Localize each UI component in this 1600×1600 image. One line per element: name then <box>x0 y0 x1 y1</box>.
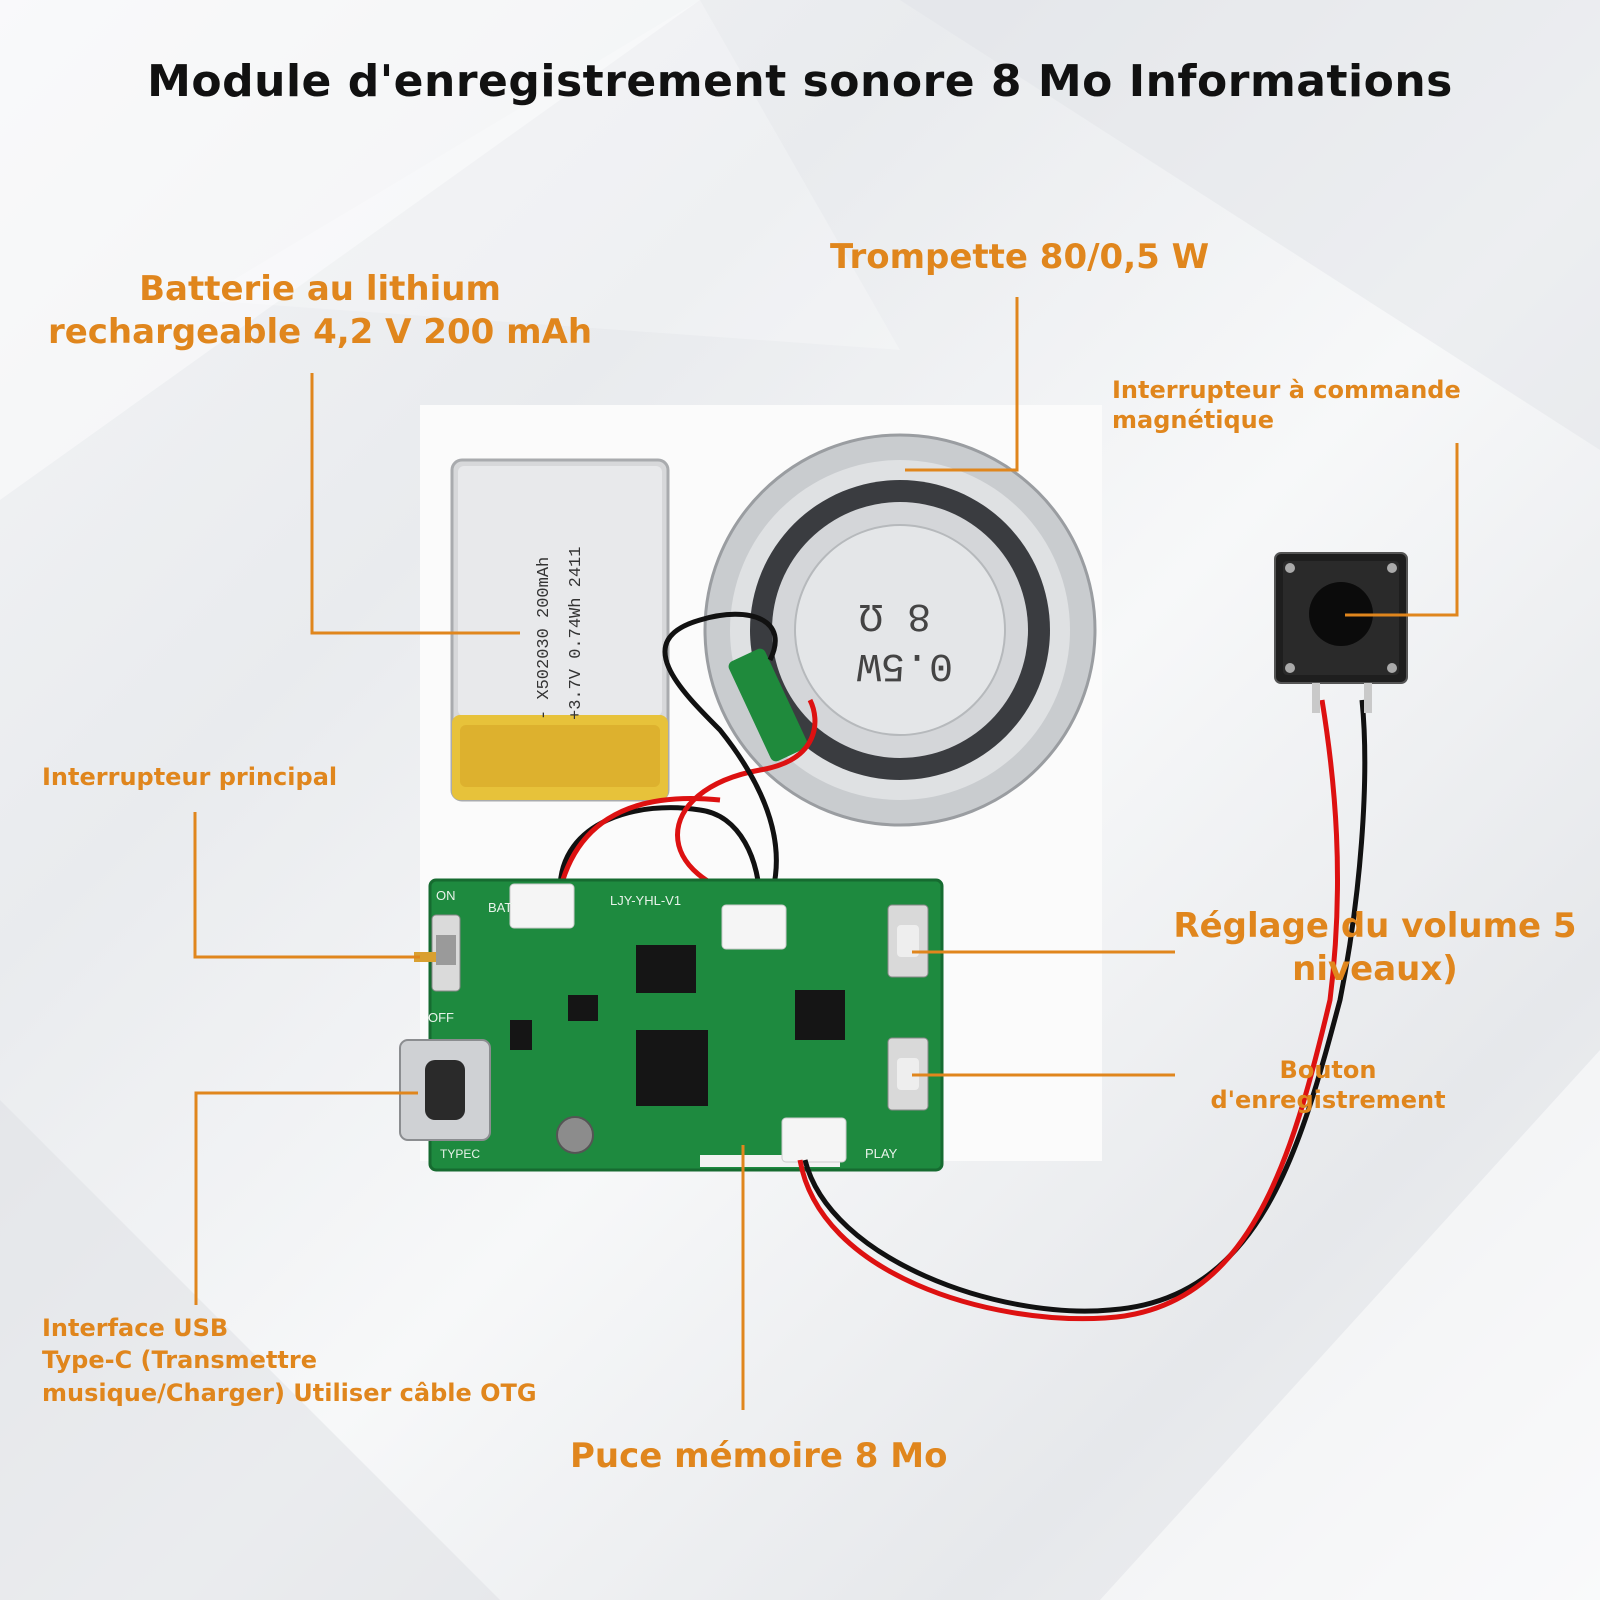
battery-label-line1: Batterie au lithium <box>139 269 501 309</box>
pcb-off-label: OFF <box>428 1010 454 1025</box>
pcb-typec-label: TYPEC <box>440 1147 480 1161</box>
usb-label: Interface USB Type-C (Transmettre musiqu… <box>42 1312 537 1409</box>
battery-marking-1: - X502030 200mAh <box>535 557 554 720</box>
usb-label-line2: Type-C (Transmettre <box>42 1346 318 1375</box>
magnetic-switch-label: Interrupteur à commande magnétique <box>1112 376 1461 434</box>
record-label-line1: Bouton <box>1279 1056 1377 1084</box>
page-title: Module d'enregistrement sonore 8 Mo Info… <box>147 56 1453 107</box>
record-label-line2: d'enregistrement <box>1210 1086 1446 1114</box>
battery: - X502030 200mAh +3.7V 0.74Wh 2411 <box>450 458 670 802</box>
battery-marking-2: +3.7V 0.74Wh 2411 <box>567 547 586 720</box>
pcb-name-label: LJY-YHL-V1 <box>610 893 681 908</box>
leader-lines <box>193 297 1459 1410</box>
speaker-label: Trompette 80/0,5 W <box>830 237 1210 277</box>
pcb-play-label: PLAY <box>865 1146 898 1161</box>
main-switch-label: Interrupteur principal <box>42 763 338 791</box>
speaker-marking-2: 0.5W <box>857 642 953 687</box>
usb-label-line1: Interface USB <box>42 1314 229 1342</box>
memory-chip-label: Puce mémoire 8 Mo <box>570 1436 948 1476</box>
record-button-label: Bouton d'enregistrement <box>1178 1055 1478 1115</box>
pcb-on-label: ON <box>436 888 456 903</box>
volume-label-line1: Réglage du volume 5 <box>1173 906 1577 946</box>
volume-label: Réglage du volume 5 niveaux) <box>1170 905 1580 990</box>
volume-label-line2: niveaux) <box>1292 948 1458 989</box>
pcb-bat-label: BAT <box>488 900 512 915</box>
magnetic-switch <box>1274 552 1408 713</box>
speaker: 8 Ω 0.5W <box>703 433 1097 827</box>
pcb-board: ON OFF LJY-YHL-V1 BAT PLAY TYPEC <box>399 878 944 1172</box>
usb-label-line3: musique/Charger) Utiliser câble OTG <box>42 1378 537 1407</box>
battery-label-line2: rechargeable 4,2 V 200 mAh <box>47 311 593 352</box>
battery-label: Batterie au lithium rechargeable 4,2 V 2… <box>40 268 600 353</box>
speaker-marking-1: 8 Ω <box>859 592 931 637</box>
